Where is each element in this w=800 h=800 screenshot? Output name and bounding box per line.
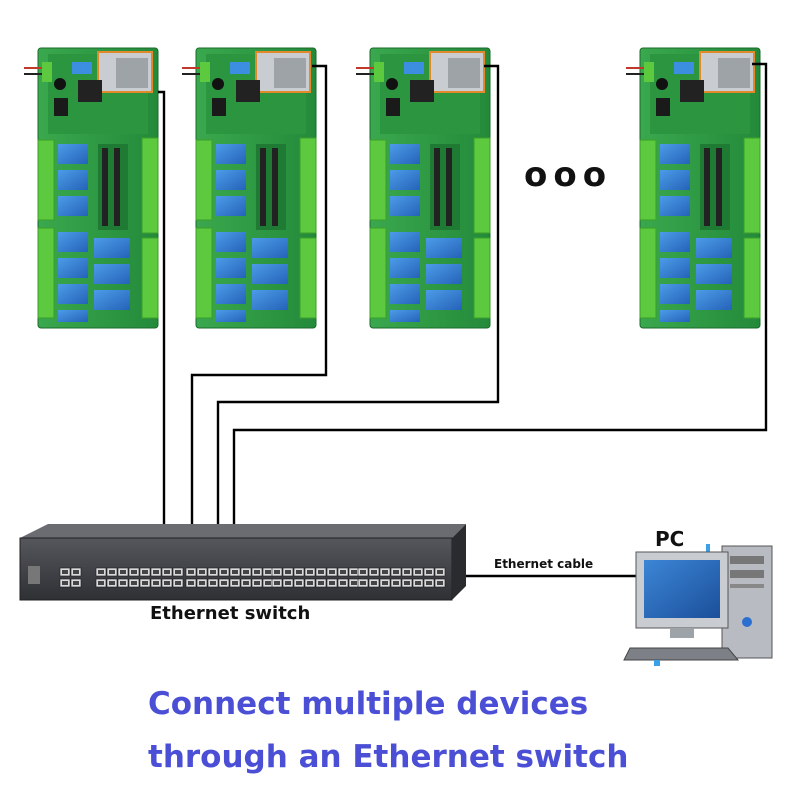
- switch-port: [172, 578, 184, 588]
- switch-port: [262, 578, 274, 588]
- switch-port: [95, 578, 107, 588]
- switch-port: [412, 567, 424, 577]
- switch-port: [315, 567, 327, 577]
- ethernet-cable-label: Ethernet cable: [494, 557, 594, 571]
- pc-label: PC: [655, 527, 685, 551]
- cable-device-1: [158, 90, 166, 570]
- relay-board-device-1: [23, 47, 159, 329]
- cable-device-4: [232, 62, 768, 570]
- switch-port: [70, 567, 82, 577]
- switch-port: [150, 578, 162, 588]
- switch-port: [229, 578, 241, 588]
- switch-port: [196, 567, 208, 577]
- switch-port: [337, 578, 349, 588]
- switch-port: [229, 567, 241, 577]
- switch-port: [59, 567, 71, 577]
- switch-port: [251, 567, 263, 577]
- switch-port: [326, 567, 338, 577]
- switch-port: [207, 578, 219, 588]
- switch-port: [401, 578, 413, 588]
- switch-port: [95, 567, 107, 577]
- switch-port: [251, 578, 263, 588]
- switch-port: [412, 578, 424, 588]
- switch-port: [106, 567, 118, 577]
- switch-port: [271, 578, 283, 588]
- switch-port: [368, 567, 380, 577]
- switch-port: [390, 567, 402, 577]
- cable-device-3: [216, 64, 500, 570]
- pc-computer: [623, 544, 773, 666]
- switch-port: [207, 567, 219, 577]
- caption-line-2: through an Ethernet switch: [148, 739, 629, 775]
- ethernet-switch: [19, 524, 466, 601]
- switch-port: [434, 578, 446, 588]
- switch-port: [423, 578, 435, 588]
- switch-port: [240, 578, 252, 588]
- switch-port: [117, 567, 129, 577]
- switch-port: [218, 567, 230, 577]
- switch-port: [379, 578, 391, 588]
- switch-port: [357, 567, 369, 577]
- switch-port: [196, 578, 208, 588]
- switch-port: [348, 567, 360, 577]
- switch-port: [282, 567, 294, 577]
- switch-port: [326, 578, 338, 588]
- switch-port: [390, 578, 402, 588]
- ethernet-switch-label: Ethernet switch: [150, 603, 311, 624]
- switch-port: [315, 578, 327, 588]
- switch-port: [304, 567, 316, 577]
- switch-port: [423, 567, 435, 577]
- cable-device-2: [190, 64, 328, 570]
- switch-port: [434, 567, 446, 577]
- relay-board-device-3: [355, 47, 491, 329]
- switch-port: [117, 578, 129, 588]
- switch-port: [161, 578, 173, 588]
- switch-port: [139, 567, 151, 577]
- switch-port: [379, 567, 391, 577]
- switch-port: [185, 567, 197, 577]
- more-devices-ellipsis: ooo: [524, 155, 613, 195]
- switch-port: [139, 578, 151, 588]
- relay-board-device-4: [625, 47, 761, 329]
- switch-port: [368, 578, 380, 588]
- switch-port: [271, 567, 283, 577]
- switch-port: [59, 578, 71, 588]
- switch-port: [128, 567, 140, 577]
- switch-port: [128, 578, 140, 588]
- relay-board-device-2: [181, 47, 317, 329]
- switch-port: [262, 567, 274, 577]
- switch-port: [304, 578, 316, 588]
- switch-port: [70, 578, 82, 588]
- switch-port: [293, 578, 305, 588]
- switch-port: [218, 578, 230, 588]
- switch-port: [348, 578, 360, 588]
- switch-port: [185, 578, 197, 588]
- switch-port: [337, 567, 349, 577]
- switch-port: [293, 567, 305, 577]
- switch-port: [161, 567, 173, 577]
- switch-port: [240, 567, 252, 577]
- switch-port: [357, 578, 369, 588]
- switch-port: [401, 567, 413, 577]
- switch-port: [106, 578, 118, 588]
- switch-port: [172, 567, 184, 577]
- caption-line-1: Connect multiple devices: [148, 686, 589, 722]
- switch-port: [150, 567, 162, 577]
- switch-port: [282, 578, 294, 588]
